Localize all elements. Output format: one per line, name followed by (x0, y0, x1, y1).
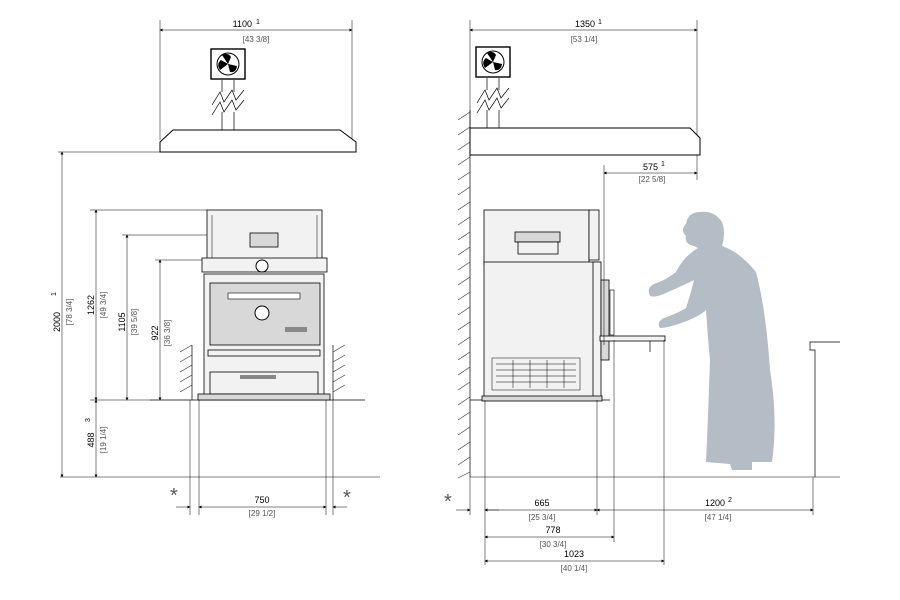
dim-value: 575 (643, 162, 658, 172)
zigzag-duct-icon (211, 80, 245, 130)
dim-value: 1023 (564, 549, 584, 559)
dim-value: 1100 (233, 19, 252, 29)
fan-icon (475, 46, 511, 78)
dim-note: 3 (85, 418, 92, 422)
dim-front-width-top: 1100 1 [43 3/8] (159, 19, 353, 140)
dim-value: 1200 (705, 498, 725, 508)
extraction-hood (159, 129, 357, 153)
dim-inch: [36 3/8] (163, 320, 172, 347)
dim-value: 778 (545, 525, 560, 535)
dim-value: 2000 (52, 312, 62, 332)
dim-value: 1105 (117, 312, 127, 331)
extraction-hood (469, 127, 701, 156)
dim-note: 1 (661, 161, 665, 168)
dim-inch: [39 5/8] (130, 309, 139, 336)
asterisk-icon: * (170, 485, 178, 507)
dim-inch: [19 1/4] (99, 427, 108, 454)
front-view: 1100 1 [43 3/8] (51, 19, 380, 518)
dim-front-height-922: 922 [36 3/8] (150, 259, 202, 401)
counter-right (809, 341, 840, 477)
dim-value: 922 (150, 325, 160, 340)
wall-hatch-left (179, 344, 193, 400)
dim-note: 1 (256, 19, 260, 26)
asterisk-icon: * (343, 487, 351, 509)
dim-value: 488 (86, 432, 96, 447)
dim-note: 2 (728, 497, 732, 504)
dim-side-depth-1023: 1023 [40 1/4] (484, 340, 665, 573)
dim-front-height-1105: 1105 [39 5/8] (117, 234, 207, 401)
side-view: 1350 1 [53 1/4] (444, 19, 840, 573)
dim-inch: [22 5/8] (639, 175, 666, 184)
wall-hatch-right (332, 344, 346, 400)
dim-inch: [49 3/4] (99, 292, 108, 319)
dim-front-height-1262: 1262 [49 3/4] (86, 209, 207, 401)
dim-side-clearance-1200: 1200 2 [47 1/4] (596, 477, 814, 522)
dim-value: 750 (254, 495, 269, 505)
dim-side-depth-778: 778 [30 3/4] (484, 340, 615, 549)
asterisk-icon: * (444, 491, 452, 513)
person-silhouette-icon (648, 211, 775, 470)
dim-inch: [53 1/4] (571, 35, 598, 44)
dim-side-width-top: 1350 1 [53 1/4] (469, 19, 698, 140)
dim-value: 1262 (86, 295, 96, 315)
dim-value: 1350 (575, 19, 595, 29)
dim-front-width-bottom: 750 [29 1/2] (176, 400, 347, 518)
dim-value: 665 (534, 498, 549, 508)
dim-inch: [47 1/4] (705, 513, 732, 522)
fan-icon (210, 48, 246, 80)
dim-front-height-2000: 2000 1 [78 3/4] (51, 151, 160, 478)
dim-inch: [25 3/4] (529, 513, 556, 522)
dim-inch: [43 3/8] (243, 35, 270, 44)
dim-inch: [40 1/4] (561, 564, 588, 573)
dim-side-depth-575: 575 1 [22 5/8] (603, 155, 698, 345)
dim-front-height-488: 488 3 [19 1/4] (85, 399, 150, 478)
dim-note: 1 (598, 19, 602, 26)
zigzag-duct-icon (476, 78, 510, 128)
back-wall (457, 110, 471, 479)
oven-front (197, 209, 331, 401)
vent-grilles (491, 357, 581, 391)
dim-note: 1 (51, 292, 58, 296)
dim-inch: [30 3/4] (540, 540, 567, 549)
oven-side (481, 209, 666, 402)
dim-inch: [29 1/2] (249, 509, 276, 518)
dim-inch: [78 3/4] (65, 299, 74, 326)
